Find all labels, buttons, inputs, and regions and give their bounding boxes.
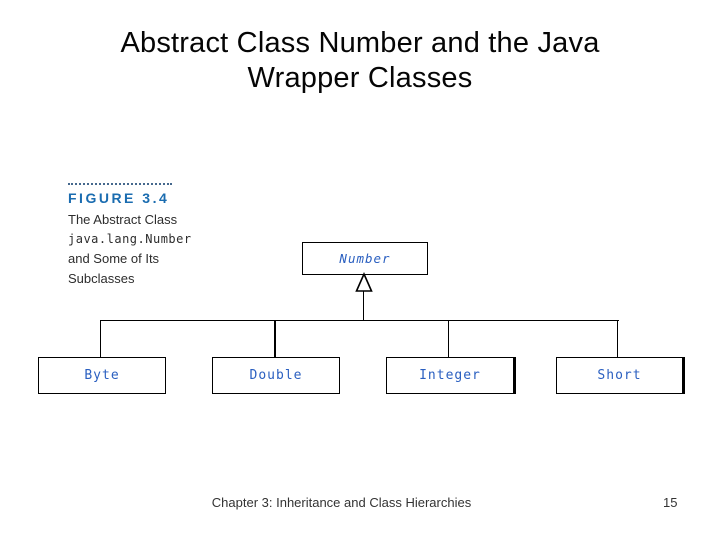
figure-label: FIGURE 3.4 [68, 190, 170, 206]
dotted-rule [68, 183, 172, 185]
caption-line-code: java.lang.Number [68, 231, 192, 246]
slide-title-line-1: Abstract Class Number and the Java [120, 27, 600, 59]
class-name-double: Double [249, 368, 303, 383]
class-box-double: Double [212, 357, 340, 394]
class-box-integer: Integer [386, 357, 516, 394]
inheritance-arrow-icon [354, 272, 374, 293]
connector-stub-double [274, 320, 276, 357]
figure-caption: FIGURE 3.4 The Abstract Class java.lang.… [68, 183, 228, 288]
caption-line: and Some of Its [68, 251, 160, 266]
connector-stub-byte [100, 320, 101, 357]
class-box-short: Short [556, 357, 685, 394]
caption-line: The Abstract Class [68, 212, 178, 227]
class-box-number: Number [302, 242, 428, 275]
class-name-integer: Integer [419, 368, 481, 383]
class-name-number: Number [339, 251, 391, 266]
slide-title-line-2: Wrapper Classes [247, 62, 473, 94]
connector-trunk [363, 291, 364, 321]
connector-stub-short [617, 320, 618, 357]
class-name-byte: Byte [84, 368, 120, 383]
connector-stub-integer [448, 320, 449, 357]
class-box-byte: Byte [38, 357, 166, 394]
footer-chapter-text: Chapter 3: Inheritance and Class Hierarc… [211, 495, 472, 510]
connector-horizontal [100, 320, 619, 321]
footer-page-number: 15 [663, 495, 678, 510]
caption-line: Subclasses [68, 270, 135, 286]
class-name-short: Short [597, 368, 642, 383]
slide-title: Abstract Class Number and the Java Wrapp… [0, 26, 720, 96]
